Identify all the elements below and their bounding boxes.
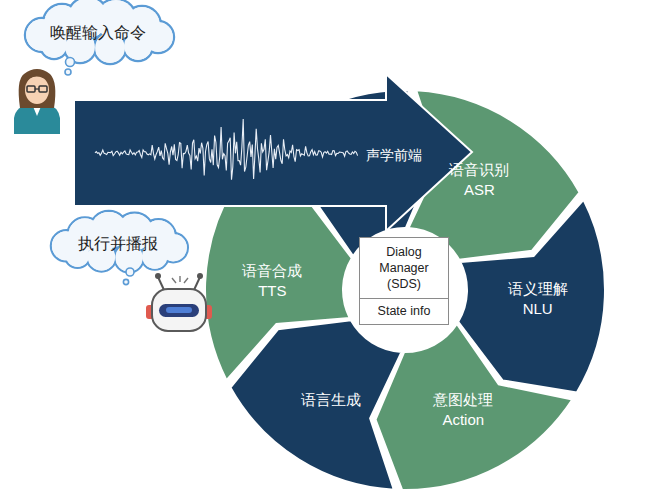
person-icon: [14, 69, 60, 134]
cloud-bubble: [126, 268, 134, 276]
node-text: 语言生成: [301, 390, 361, 410]
node-text: ASR: [449, 180, 509, 200]
cycle-step: 语音合成TTS: [242, 261, 302, 301]
node-text: NLU: [508, 299, 568, 319]
speech-cloud: [25, 0, 174, 64]
node-text: Action: [433, 410, 493, 430]
state-box: State info: [360, 298, 448, 324]
cycle-segment: [205, 188, 352, 381]
input-arrow-label: 声学前端: [366, 146, 422, 164]
node-text: 执行并播报: [78, 234, 158, 254]
cycle-segment: [376, 324, 573, 490]
node-text: 声学前端: [366, 146, 422, 164]
cycle-step: 语言生成: [301, 390, 361, 410]
robot-icon: [146, 273, 212, 331]
cloud-bubble: [65, 69, 71, 75]
node-text: 语音识别: [449, 160, 509, 180]
node-text: TTS: [242, 281, 302, 301]
node-text: 意图处理: [433, 390, 493, 410]
cycle-step: 语音识别ASR: [449, 160, 509, 200]
cycle-step: 意图处理Action: [433, 390, 493, 430]
waveform: [95, 119, 358, 180]
speech-cloud-text: 执行并播报: [78, 234, 158, 254]
manager-box: Dialog Manager (SDS)State info: [359, 237, 449, 325]
node-text: Dialog Manager (SDS): [360, 238, 448, 298]
cloud-bubble: [66, 58, 75, 67]
cloud-bubble: [123, 279, 128, 284]
node-text: State info: [360, 299, 448, 324]
node-text: 语音合成: [242, 261, 302, 281]
node-text: 语义理解: [508, 279, 568, 299]
cycle-step: 语义理解NLU: [508, 279, 568, 319]
node-text: 唤醒输入命令: [50, 23, 146, 43]
speech-cloud: [51, 211, 188, 273]
speech-cloud-text: 唤醒输入命令: [50, 23, 146, 43]
input-arrow: [74, 74, 472, 231]
